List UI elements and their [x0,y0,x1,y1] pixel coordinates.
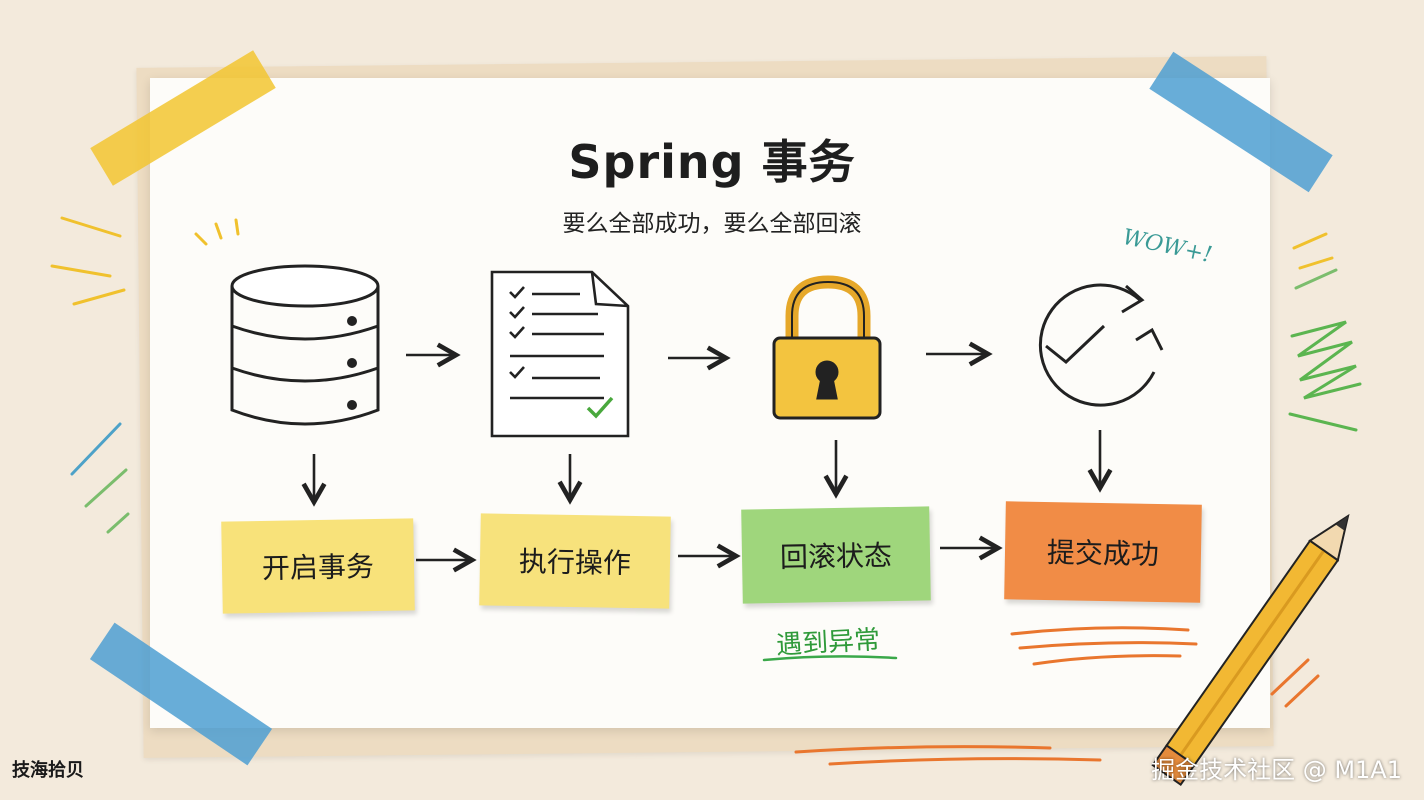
step-note-start-transaction: 开启事务 [221,518,415,614]
step-label: 提交成功 [1046,536,1160,571]
pencil-icon [1151,513,1350,787]
step-label: 回滚状态 [779,539,893,574]
watermark-right: 掘金技术社区 @ M1A1 [1151,756,1402,784]
watermark-left: 技海拾贝 [12,760,84,781]
step-note-execute-operation: 执行操作 [479,513,671,609]
checklist-document-icon [490,270,630,438]
step-label: 执行操作 [518,545,632,580]
top-arrows [406,341,993,371]
down-arrows [301,430,1113,507]
circular-check-icon [1038,283,1164,407]
bottom-arrows [416,535,1003,573]
decorative-strokes [50,216,1362,766]
step-label: 开启事务 [261,550,375,585]
padlock-icon [772,275,882,420]
exception-annotation: 遇到异常 [775,625,881,661]
step-note-commit-success: 提交成功 [1004,501,1202,603]
diagram-subtitle: 要么全部成功，要么全部回滚 [562,211,862,237]
step-note-rollback-state: 回滚状态 [741,506,931,604]
database-icon [230,264,380,426]
diagram-title: Spring 事务 [568,135,856,189]
